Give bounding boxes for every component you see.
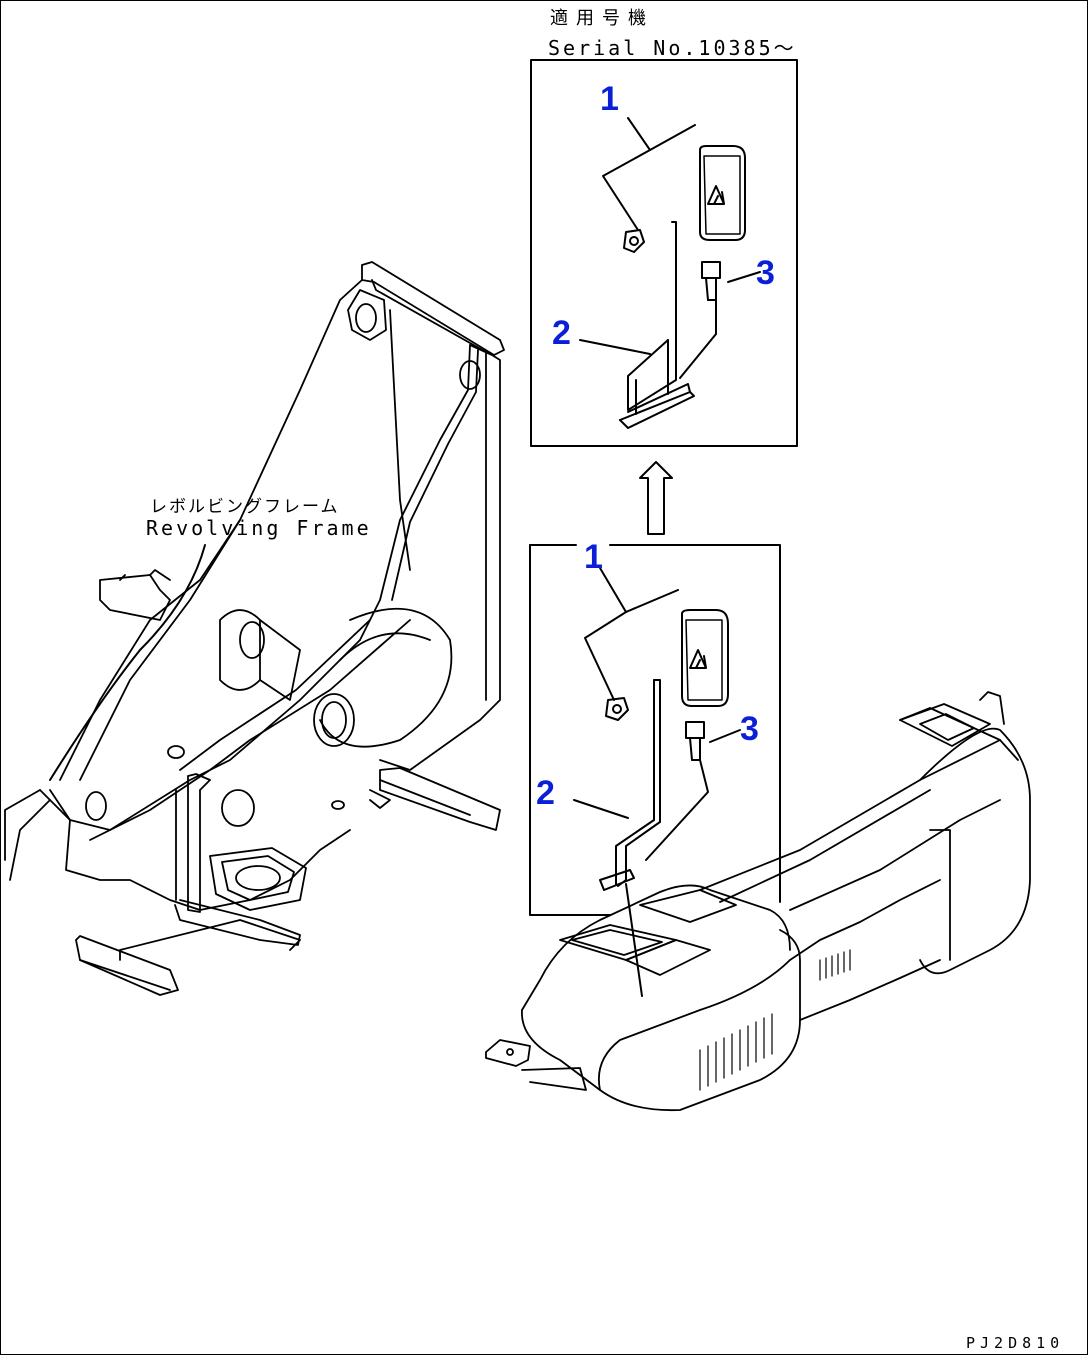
frame-label-en: Revolving Frame	[146, 516, 372, 540]
callout-part-2-top: 2	[552, 314, 571, 352]
callout-part-2-bottom: 2	[536, 774, 555, 812]
detail-box-top	[530, 59, 798, 447]
serial-note-en: Serial No.10385～	[548, 36, 797, 60]
callout-part-3-top: 3	[756, 254, 775, 292]
callout-part-1-bottom: 1	[584, 538, 603, 576]
engine-cover-drawing	[485, 691, 1031, 1112]
callout-part-3-bottom: 3	[740, 710, 759, 748]
frame-label-leader	[49, 544, 206, 781]
detail-box-bottom	[529, 544, 781, 997]
frame-label-jp: レボルビングフレーム	[150, 497, 340, 517]
callout-part-1-top: 1	[600, 80, 619, 118]
serial-note-jp: 適用号機	[550, 8, 654, 29]
drawing-code: PJ2D810	[966, 1334, 1065, 1352]
direction-arrow	[639, 461, 673, 535]
revolving-frame-drawing	[4, 261, 505, 996]
